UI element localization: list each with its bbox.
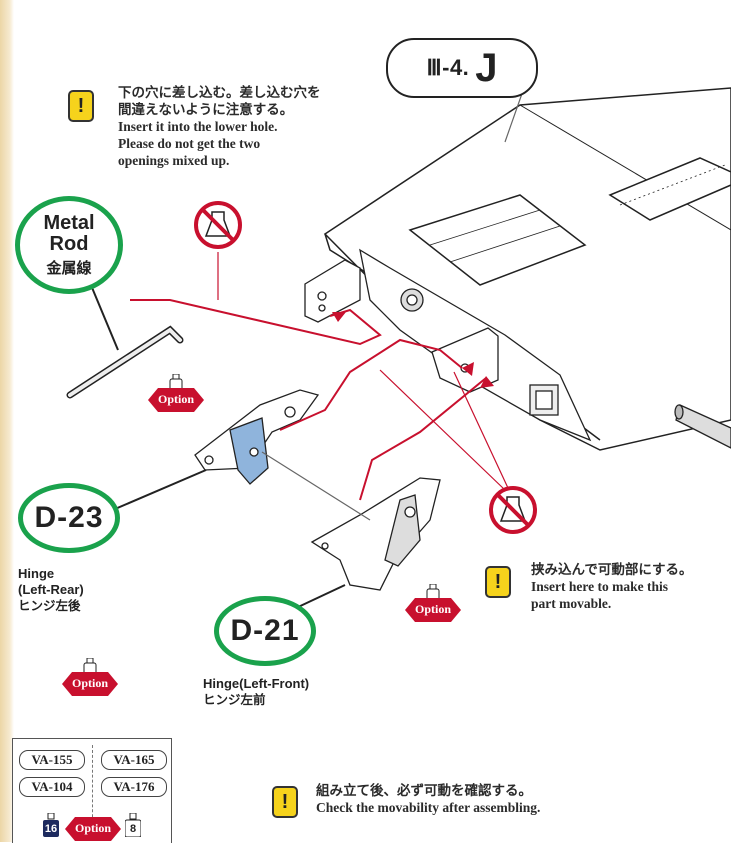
no-glue-icon — [489, 486, 537, 534]
warning-icon: ! — [485, 566, 511, 598]
wing-tube — [674, 404, 731, 449]
option-paint-icon: Option — [148, 374, 204, 414]
red-guide-lines — [130, 252, 509, 501]
part-d23-name2: (Left-Rear) — [18, 582, 84, 597]
step-letter: J — [475, 46, 498, 90]
paint-divider — [92, 745, 93, 837]
part-d21-jp: ヒンジ左前 — [203, 692, 266, 707]
rod-leader — [87, 277, 119, 351]
option-paint-icon: Option — [65, 803, 121, 843]
paint-code-pill: VA-104 — [19, 777, 85, 797]
page-spine — [0, 0, 14, 842]
note-movable: 挟み込んで可動部にする。 Insert here to make this pa… — [531, 561, 726, 612]
metal-rod-line2: Rod — [49, 232, 89, 255]
red-arrows — [332, 312, 494, 388]
d23-leader — [107, 469, 207, 513]
note2-en: Insert here to make this — [531, 579, 668, 594]
note1-jp2: 間違えないように注意する。 — [118, 102, 294, 117]
part-d21-code: D-21 — [230, 614, 300, 647]
part-d23-callout: D-23 — [18, 483, 120, 553]
part-d21-callout: D-21 — [214, 596, 316, 666]
paint-pot-icon: 16 — [43, 813, 59, 837]
d21-leader — [295, 584, 346, 609]
note1-en: Insert it into the lower hole. — [118, 119, 278, 134]
paint-reference-panel: VA-155 VA-104 VA-165 VA-176 16 Option 8 — [12, 738, 172, 843]
paint-pot-number: 8 — [129, 823, 137, 835]
part-d23-caption: Hinge (Left-Rear) ヒンジ左後 — [18, 566, 84, 614]
part-d23-jp: ヒンジ左後 — [18, 598, 81, 613]
hinge-d21 — [310, 477, 441, 591]
note2-jp: 挟み込んで可動部にする。 — [531, 562, 693, 577]
warning-icon: ! — [68, 90, 94, 122]
note1-en3: openings mixed up. — [118, 153, 230, 168]
note3-jp: 組み立て後、必ず可動を確認する。 — [316, 783, 532, 798]
metal-rod — [66, 325, 184, 399]
note3-en: Check the movability after assembling. — [316, 800, 541, 815]
option-label: Option — [74, 821, 111, 835]
wing-panel — [323, 87, 731, 451]
metal-rod-line1: Metal — [43, 211, 95, 234]
note-check-movability: 組み立て後、必ず可動を確認する。 Check the movability af… — [316, 782, 646, 816]
part-d21-name: Hinge(Left-Front) — [203, 676, 310, 691]
note-lower-hole: 下の穴に差し込む。差し込む穴を 間違えないように注意する。 Insert it … — [118, 84, 368, 169]
paint-code-pill: VA-155 — [19, 750, 85, 770]
option-paint-icon: Option — [62, 658, 118, 698]
step-label: Ⅲ-4. J — [386, 38, 538, 98]
warning-icon: ! — [272, 786, 298, 818]
note1-en2: Please do not get the two — [118, 136, 261, 151]
option-label: Option — [157, 392, 194, 406]
part-d23-code: D-23 — [34, 501, 104, 534]
metal-rod-jp: 金属線 — [46, 258, 92, 277]
paint-pot-number: 16 — [44, 823, 58, 835]
step-number: Ⅲ-4. — [426, 55, 470, 80]
option-label: Option — [71, 676, 108, 690]
paint-pot-icon: 8 — [125, 813, 141, 837]
note2-en2: part movable. — [531, 596, 612, 611]
metal-rod-label: Metal Rod 金属線 — [15, 196, 123, 294]
part-d23-name: Hinge — [18, 566, 55, 581]
paint-code-pill: VA-176 — [101, 777, 167, 797]
option-label: Option — [414, 602, 451, 616]
part-d21-caption: Hinge(Left-Front) ヒンジ左前 — [203, 676, 309, 708]
option-paint-icon: Option — [405, 584, 461, 624]
paint-code-pill: VA-165 — [101, 750, 167, 770]
no-glue-icon — [194, 201, 242, 249]
hinge-d23 — [194, 389, 320, 485]
note1-jp: 下の穴に差し込む。差し込む穴を — [118, 85, 321, 100]
